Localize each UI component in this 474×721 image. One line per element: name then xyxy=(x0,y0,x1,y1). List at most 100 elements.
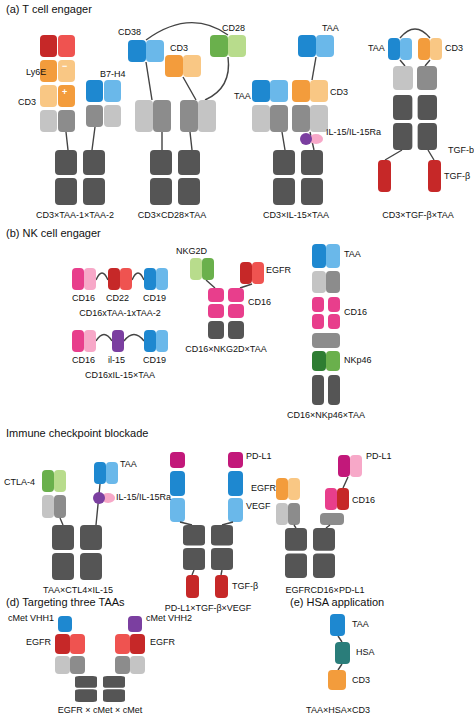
format-caption: CD16xTAA-1xTAA-2 xyxy=(79,309,161,318)
part-label: CD3 xyxy=(18,98,36,107)
domain xyxy=(312,375,324,405)
domain xyxy=(288,503,300,525)
domain xyxy=(228,321,244,339)
antibody-c1 xyxy=(42,462,118,580)
domain xyxy=(108,268,120,290)
domain xyxy=(54,470,66,492)
domain xyxy=(86,80,103,102)
part-label: IL-15/IL-15Ra xyxy=(116,493,171,502)
domain xyxy=(292,105,310,132)
domain xyxy=(208,321,224,339)
domain xyxy=(180,100,198,132)
domain xyxy=(388,38,400,60)
domain xyxy=(208,288,224,302)
hinge xyxy=(282,132,314,150)
antibody-a4 xyxy=(378,29,442,192)
antibody-b4 xyxy=(312,244,340,405)
domain xyxy=(326,244,340,268)
domain xyxy=(337,488,349,510)
domain xyxy=(276,478,288,500)
tgf-trap xyxy=(428,160,441,192)
domain xyxy=(228,35,246,57)
part-label: TAA xyxy=(344,250,361,259)
il15 xyxy=(93,492,105,504)
domain xyxy=(84,330,96,352)
part-label: CTLA-4 xyxy=(4,478,35,487)
fc-region xyxy=(55,150,105,205)
fc-region xyxy=(183,525,233,570)
domain xyxy=(183,55,201,77)
il15 xyxy=(300,133,312,145)
part-label: CD16 xyxy=(72,356,95,365)
domain xyxy=(228,452,243,468)
linker xyxy=(400,29,430,66)
domain xyxy=(170,471,185,496)
part-label: il-15 xyxy=(108,356,125,365)
domain xyxy=(270,80,288,102)
domain xyxy=(298,35,316,57)
part-label: TAA xyxy=(120,460,137,469)
domain xyxy=(228,288,244,302)
section-heading: (e) HSA application xyxy=(290,597,384,608)
part-label: TAA xyxy=(368,44,385,53)
linker xyxy=(385,150,434,160)
domain xyxy=(430,38,442,60)
domain xyxy=(312,351,326,371)
domain xyxy=(292,80,310,102)
domain xyxy=(40,110,57,132)
domain xyxy=(42,495,54,518)
domain xyxy=(312,244,326,268)
domain xyxy=(54,495,66,518)
domain xyxy=(128,40,146,62)
format-caption: TAA×CTL4×IL-15 xyxy=(43,586,113,595)
part-label: EGFR xyxy=(251,484,276,493)
part-label: HSA xyxy=(356,648,375,657)
tgf-trap xyxy=(186,575,199,598)
domain xyxy=(170,498,185,522)
part-label: Ly6E xyxy=(26,68,46,77)
part-label: IL-15/IL-15Ra xyxy=(326,128,381,137)
domain xyxy=(288,478,300,500)
part-label: TAA xyxy=(352,620,369,629)
domain xyxy=(104,105,121,127)
domain xyxy=(55,656,70,674)
domain xyxy=(58,35,75,57)
antibody-c3 xyxy=(276,455,362,578)
domain xyxy=(328,375,340,405)
fc-region xyxy=(285,528,335,578)
domain xyxy=(144,330,156,352)
part-label: TGF-b xyxy=(448,146,474,155)
domain xyxy=(312,333,340,348)
part-label: B7-H4 xyxy=(100,70,126,79)
section-heading: (b) NK cell engager xyxy=(6,228,101,239)
fc-region xyxy=(150,150,200,205)
antibody-a3 xyxy=(252,35,334,205)
part-label: CD3 xyxy=(352,676,370,685)
part-label: EGFR xyxy=(266,266,291,275)
domain xyxy=(190,258,202,280)
section-heading: (a) T cell engager xyxy=(6,4,92,15)
part-label: CD28 xyxy=(222,24,245,33)
format-caption: EGFR × cMet × cMet xyxy=(58,706,143,715)
part-label: NKG2D xyxy=(176,247,207,256)
antibody-a1 xyxy=(40,35,121,205)
domain xyxy=(252,262,264,284)
format-caption: CD3×TAA-1×TAA-2 xyxy=(36,211,114,220)
antibody-e xyxy=(328,614,350,690)
domain xyxy=(130,634,145,654)
domain xyxy=(228,304,244,318)
domain xyxy=(94,462,106,484)
domain xyxy=(153,100,171,132)
format-caption: TAA×HSA×CD3 xyxy=(306,706,370,715)
domain xyxy=(350,455,362,477)
domain xyxy=(202,258,214,280)
domain xyxy=(42,470,54,492)
format-caption: CD3×TGF-β×TAA xyxy=(382,211,454,220)
domain xyxy=(72,268,84,290)
domain xyxy=(335,642,350,664)
part-label: CD16 xyxy=(248,298,271,307)
fc-region xyxy=(75,676,125,702)
domain xyxy=(320,513,344,525)
part-label: PD-L1 xyxy=(246,452,272,461)
